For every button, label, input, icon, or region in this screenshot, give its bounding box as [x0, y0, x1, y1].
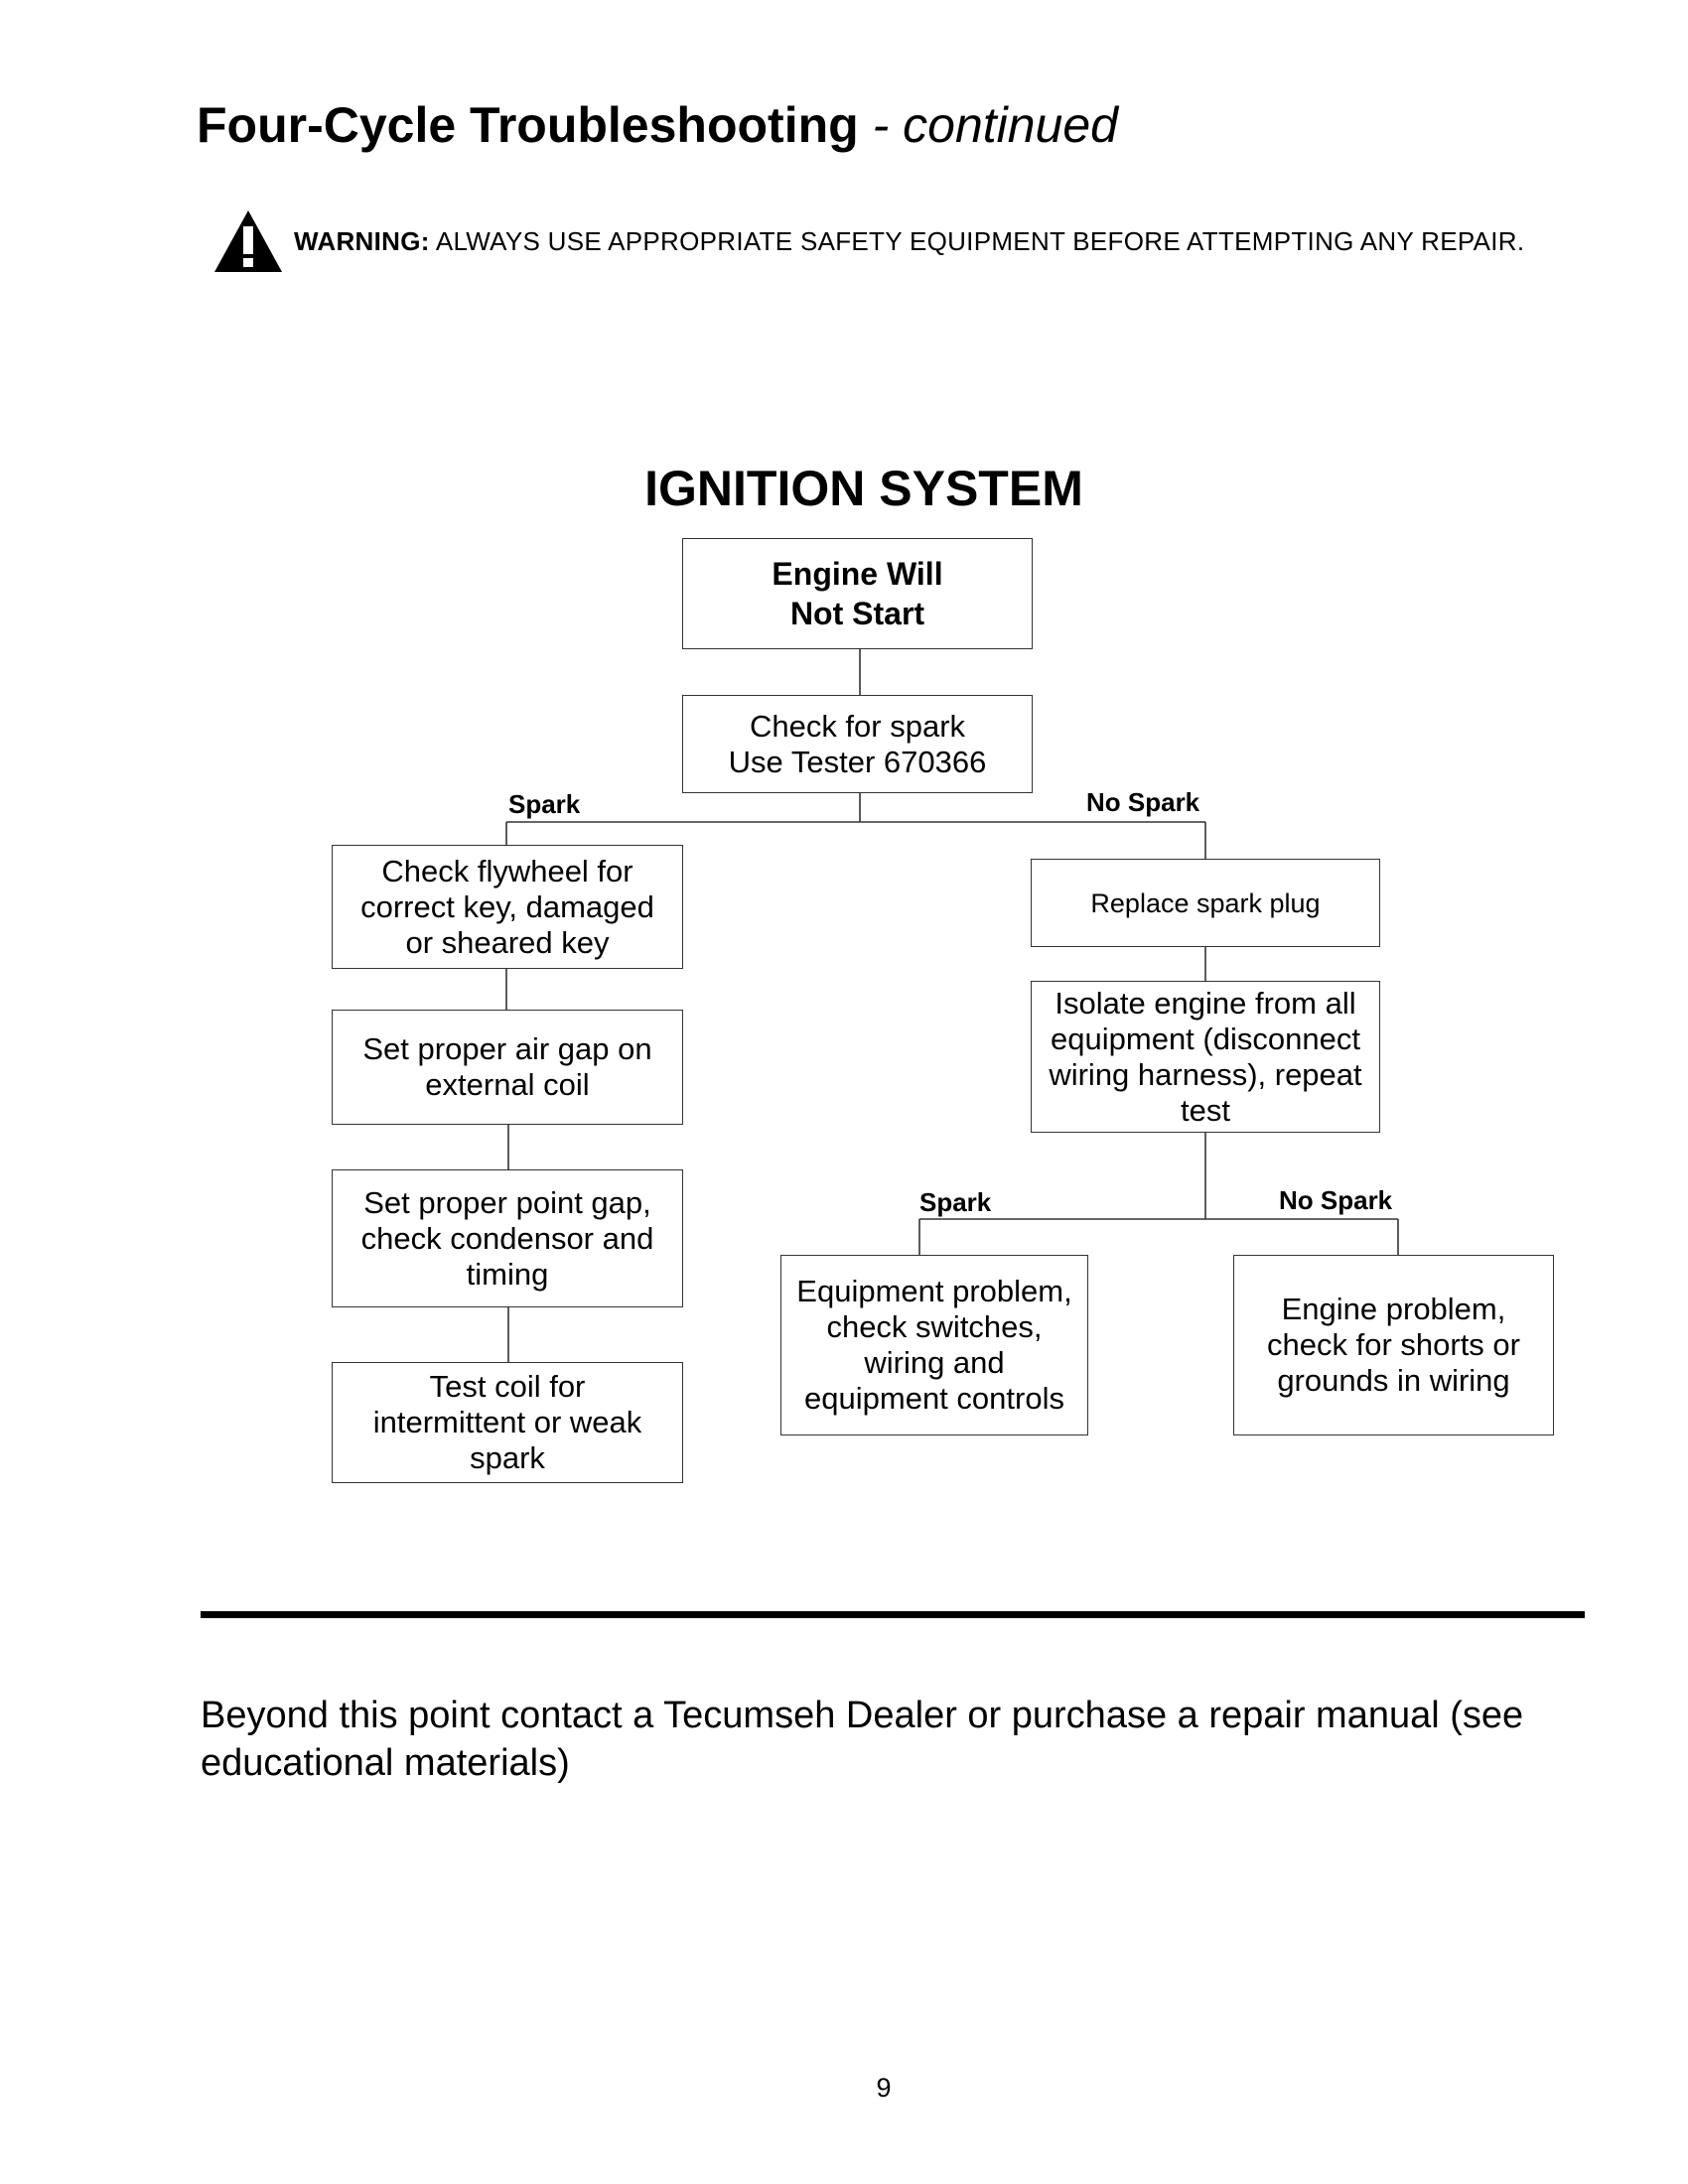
branch-label-engine-no-spark: No Spark — [1279, 1185, 1393, 1215]
page-heading: Four-Cycle Troubleshooting - continued — [197, 95, 1118, 155]
node-engine-will-not-start: Engine Will Not Start — [682, 538, 1033, 649]
footer-note: Beyond this point contact a Tecumseh Dea… — [201, 1695, 1524, 1784]
node-equipment-problem: Equipment problem, check switches, wirin… — [780, 1255, 1088, 1435]
node-check-for-spark: Check for spark Use Tester 670366 — [682, 695, 1033, 793]
heading-suffix: - continued — [872, 97, 1118, 153]
warning-notice: WARNING: ALWAYS USE APPROPRIATE SAFETY E… — [212, 208, 1603, 278]
section-divider — [201, 1611, 1585, 1618]
warning-message: ALWAYS USE APPROPRIATE SAFETY EQUIPMENT … — [435, 226, 1525, 256]
node-set-point-gap: Set proper point gap, check condensor an… — [332, 1169, 683, 1307]
node-check-flywheel: Check flywheel for correct key, damaged … — [332, 845, 683, 969]
warning-triangle-icon — [214, 210, 282, 272]
node-engine-problem: Engine problem, check for shorts or grou… — [1233, 1255, 1554, 1435]
node-test-coil: Test coil for intermittent or weak spark — [332, 1362, 683, 1483]
branch-label-equipment-spark: Spark — [919, 1187, 992, 1217]
page-number: 9 — [876, 2073, 892, 2103]
node-set-air-gap: Set proper air gap on external coil — [332, 1010, 683, 1125]
node-isolate-engine: Isolate engine from all equipment (disco… — [1031, 981, 1380, 1133]
heading-title: Four-Cycle Troubleshooting — [197, 97, 859, 153]
branch-label-spark: Spark — [508, 789, 581, 819]
node-replace-spark-plug: Replace spark plug — [1031, 859, 1380, 947]
diagram-title: IGNITION SYSTEM — [644, 461, 1083, 516]
warning-label: WARNING: — [294, 226, 430, 256]
warning-text: WARNING: ALWAYS USE APPROPRIATE SAFETY E… — [294, 226, 1524, 257]
branch-label-no-spark: No Spark — [1086, 787, 1200, 817]
